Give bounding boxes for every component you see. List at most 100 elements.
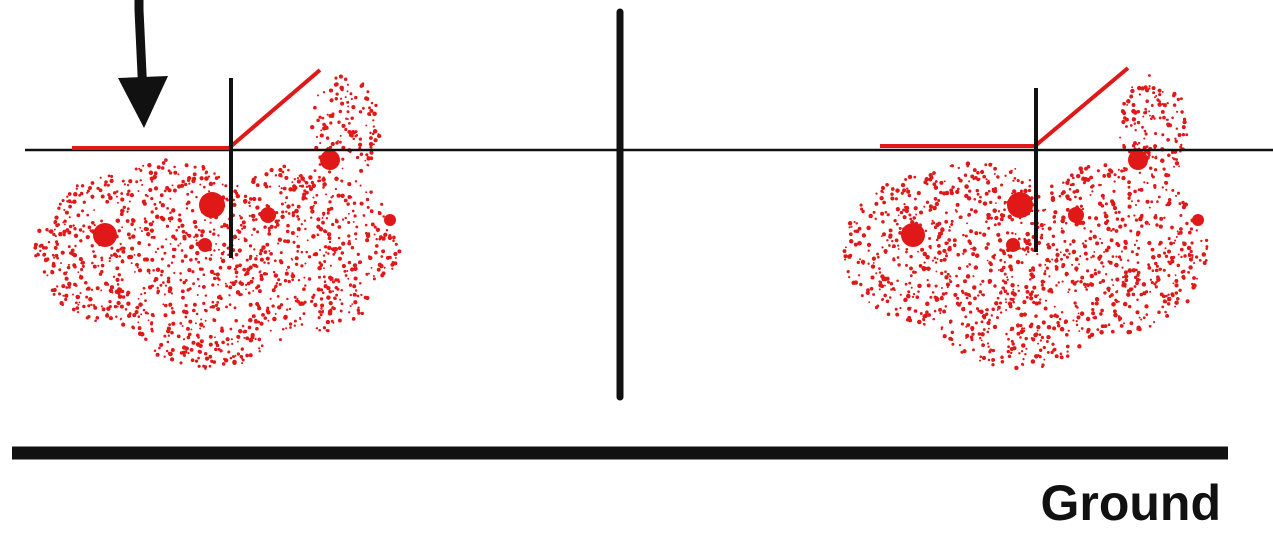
spatter-dot (919, 211, 923, 215)
spatter-dot (1098, 259, 1100, 261)
spatter-dot (996, 316, 999, 319)
spatter-dot (929, 204, 933, 208)
spatter-dot (280, 251, 283, 254)
spatter-dot (986, 321, 990, 325)
spatter-dot (866, 226, 870, 230)
spatter-dot (351, 303, 353, 305)
spatter-dot (350, 267, 354, 271)
spatter-dot (166, 225, 169, 228)
spatter-dot (364, 296, 368, 300)
spatter-dot (1145, 88, 1149, 92)
spatter-dot (1152, 156, 1154, 158)
spatter-dot (361, 312, 364, 315)
spatter-dot (906, 188, 908, 190)
spatter-dot (1182, 133, 1185, 136)
spatter-dot (1115, 255, 1117, 257)
spatter-dot (892, 258, 895, 261)
spatter-dot (882, 201, 886, 205)
spatter-dot (1066, 354, 1070, 358)
spatter-dot (215, 304, 218, 307)
spatter-dot (1129, 95, 1133, 99)
spatter-dot (169, 198, 171, 200)
spatter-dot (156, 267, 160, 271)
spatter-dot (327, 252, 329, 254)
spatter-dot (81, 209, 84, 212)
spatter-dot (1123, 246, 1127, 250)
spatter-dot (962, 349, 966, 353)
spatter-dot (1032, 250, 1034, 252)
spatter-dot (1096, 328, 1099, 331)
spatter-dot (337, 280, 340, 283)
spatter-dot (910, 307, 912, 309)
spatter-dot (1154, 214, 1157, 217)
spatter-dot (66, 196, 68, 198)
spatter-dot (955, 209, 957, 211)
spatter-dot (167, 341, 170, 344)
spatter-dot (292, 241, 295, 244)
spatter-dot (209, 365, 212, 368)
spatter-dot (997, 195, 1001, 199)
spatter-dot (939, 191, 943, 195)
spatter-dot (277, 278, 280, 281)
spatter-dot (999, 291, 1003, 295)
spatter-dot (173, 248, 177, 252)
spatter-dot (935, 271, 937, 273)
spatter-dot (242, 325, 245, 328)
spatter-dot (237, 195, 240, 198)
spatter-dot (1135, 281, 1139, 285)
spatter-dot (373, 275, 375, 277)
spatter-dot (1167, 102, 1169, 104)
spatter-dot (917, 290, 920, 293)
spatter-dot (1029, 296, 1033, 300)
spatter-dot (932, 318, 935, 321)
spatter-dot (120, 318, 122, 320)
spatter-dot (1098, 184, 1101, 187)
spatter-dot (369, 132, 371, 134)
spatter-dot (298, 279, 300, 281)
spatter-dot (879, 196, 883, 200)
spatter-dot (82, 224, 85, 227)
spatter-dot (108, 196, 113, 201)
spatter-dot (1115, 229, 1119, 233)
spatter-dot (185, 163, 189, 167)
spatter-dot (72, 200, 76, 204)
spatter-dot (352, 130, 356, 134)
spatter-dot (237, 352, 240, 355)
spatter-dot (925, 230, 927, 232)
spatter-dot (205, 171, 208, 174)
spatter-dot (973, 168, 977, 172)
spatter-dot (345, 274, 348, 277)
spatter-dot (249, 205, 251, 207)
spatter-dot (1124, 278, 1128, 282)
spatter-dot (149, 222, 153, 226)
spatter-dot (927, 284, 931, 288)
spatter-dot (184, 316, 187, 319)
spatter-dot (263, 183, 267, 187)
spatter-dot (988, 328, 990, 330)
spatter-dot (90, 304, 92, 306)
spatter-dot (1146, 145, 1149, 148)
spatter-dot (308, 277, 311, 280)
spatter-dot (923, 252, 927, 256)
spatter-dot (903, 298, 907, 302)
spatter-dot (340, 310, 343, 313)
spatter-dot (1076, 270, 1078, 272)
spatter-dot (1115, 277, 1119, 281)
spatter-dot (154, 349, 157, 352)
spatter-dot (365, 124, 367, 126)
spatter-dot (1104, 214, 1109, 219)
spatter-dot (1097, 169, 1100, 172)
spatter-dot (1010, 352, 1012, 354)
spatter-dot (86, 235, 90, 239)
spatter-dot (1063, 240, 1066, 243)
spatter-dot (326, 217, 328, 219)
spatter-dot (1090, 194, 1092, 196)
spatter-dot (265, 204, 268, 207)
spatter-dot (369, 142, 374, 147)
spatter-dot (1137, 247, 1140, 250)
spatter-dot (1129, 287, 1133, 291)
spatter-dot (1135, 218, 1138, 221)
spatter-dot (354, 232, 357, 235)
spatter-dot (980, 332, 984, 336)
spatter-dot (251, 234, 253, 236)
